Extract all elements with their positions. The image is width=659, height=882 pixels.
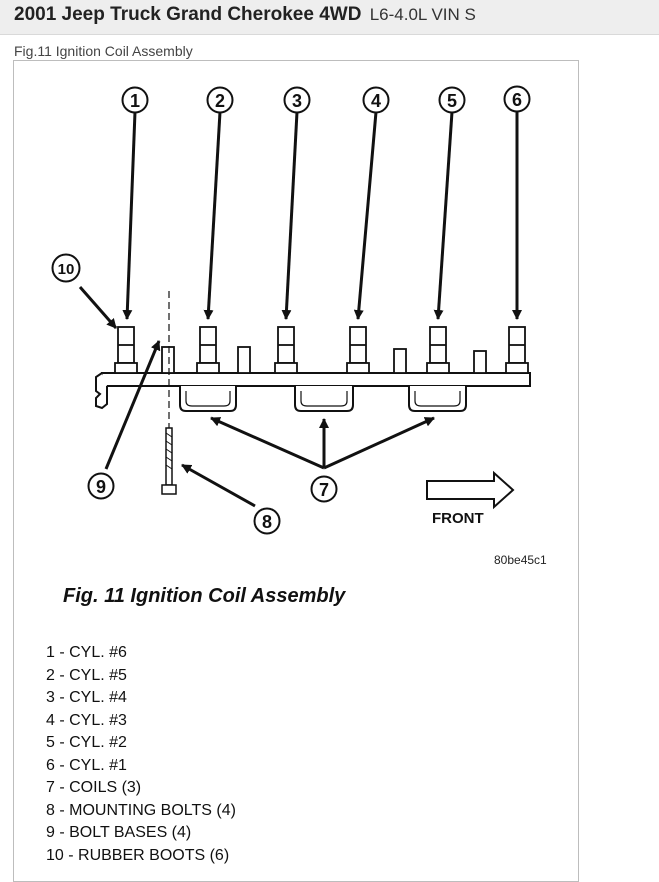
- callout-3: 3: [292, 91, 302, 111]
- bolt-bases: [161, 346, 487, 374]
- engine-subtitle: L6-4.0L VIN S: [369, 5, 476, 24]
- callout-5: 5: [447, 91, 457, 111]
- coil-housing-right: [408, 386, 467, 412]
- legend-item: 1 - CYL. #6: [46, 644, 127, 661]
- callout-4: 4: [371, 91, 381, 111]
- figure-image: 1 2 3 4 5 6 7 8 9 10 FRONT 80be45c1 Fig.…: [13, 60, 579, 882]
- coil-housing-middle: [294, 386, 354, 412]
- boot-tower-3: [274, 326, 298, 374]
- callout-10: 10: [58, 261, 75, 278]
- figure-title: Fig. 11 Ignition Coil Assembly: [63, 585, 346, 607]
- boot-towers: [114, 326, 529, 374]
- callout-circles: [51, 85, 531, 535]
- ignition-coil-diagram: 1 2 3 4 5 6 7 8 9 10 FRONT: [51, 85, 531, 535]
- legend-item: 7 - COILS (3): [46, 779, 142, 796]
- legend-item: 2 - CYL. #5: [46, 666, 127, 684]
- legend-item: 8 - MOUNTING BOLTS (4): [46, 801, 236, 819]
- figure-caption: Fig.11 Ignition Coil Assembly: [14, 43, 193, 59]
- callout-numbers: 1 2 3 4 5 6 7 8 9 10: [58, 90, 522, 532]
- legend-item: 6 - CYL. #1: [46, 756, 127, 774]
- boot-tower-4: [346, 326, 370, 374]
- figure-code: 80be45c1: [494, 553, 547, 567]
- coil-housing-left: [179, 386, 237, 412]
- boot-tower-5: [426, 326, 450, 374]
- callout-9: 9: [96, 477, 106, 497]
- boot-tower-6: [505, 326, 529, 374]
- mounting-bolt: [161, 291, 177, 495]
- legend-item: 9 - BOLT BASES (4): [46, 824, 192, 841]
- coil-rail: [95, 372, 531, 410]
- legend-item: 4 - CYL. #3: [46, 711, 127, 729]
- callout-arrows: [78, 111, 522, 508]
- callout-6: 6: [512, 90, 522, 110]
- callout-2: 2: [215, 91, 225, 111]
- front-label: FRONT: [432, 510, 484, 527]
- legend-item: 3 - CYL. #4: [46, 689, 127, 706]
- front-arrow-icon: [426, 470, 515, 510]
- page-title: 2001 Jeep Truck Grand Cherokee 4WD L6-4.…: [14, 4, 476, 26]
- boot-tower-1: [114, 326, 138, 374]
- legend-item: 5 - CYL. #2: [46, 734, 127, 751]
- boot-tower-2: [196, 326, 220, 374]
- callout-7: 7: [319, 480, 329, 500]
- legend-list: 1 - CYL. #6 2 - CYL. #5 3 - CYL. #4 4 - …: [46, 642, 236, 867]
- page-header: 2001 Jeep Truck Grand Cherokee 4WD L6-4.…: [0, 0, 659, 35]
- callout-1: 1: [130, 91, 140, 111]
- callout-8: 8: [262, 512, 272, 532]
- legend-item: 10 - RUBBER BOOTS (6): [46, 846, 230, 864]
- vehicle-title: 2001 Jeep Truck Grand Cherokee 4WD: [14, 4, 362, 25]
